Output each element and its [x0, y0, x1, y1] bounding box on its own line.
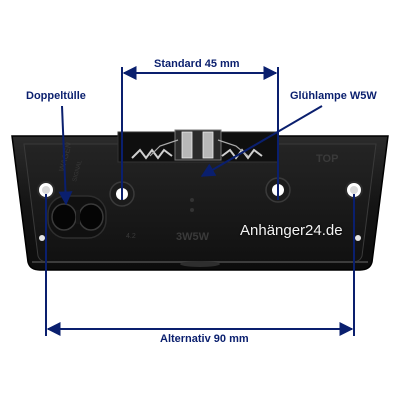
double-grommet [47, 195, 107, 239]
bulb-contact-left [181, 131, 193, 159]
spring-contact-right [221, 148, 263, 160]
bulb-leader [200, 105, 323, 177]
svg-text:SIGNAL: SIGNAL [72, 159, 84, 182]
bulb-label: Glühlampe W5W [290, 90, 377, 102]
marking-lamp-type: 3W5W [176, 231, 210, 243]
double-grommet-leader [58, 105, 73, 206]
double-grommet-label: Doppeltülle [26, 90, 86, 102]
marking-number: 4.2 [126, 233, 136, 240]
standard-distance-label: Standard 45 mm [154, 58, 240, 70]
alternative-distance-label: Alternativ 90 mm [160, 333, 249, 345]
bulb-contact-right [202, 131, 214, 159]
watermark: Anhänger24.de [240, 222, 343, 239]
marking-top: TOP [316, 153, 338, 165]
spring-contact-left [131, 148, 173, 160]
